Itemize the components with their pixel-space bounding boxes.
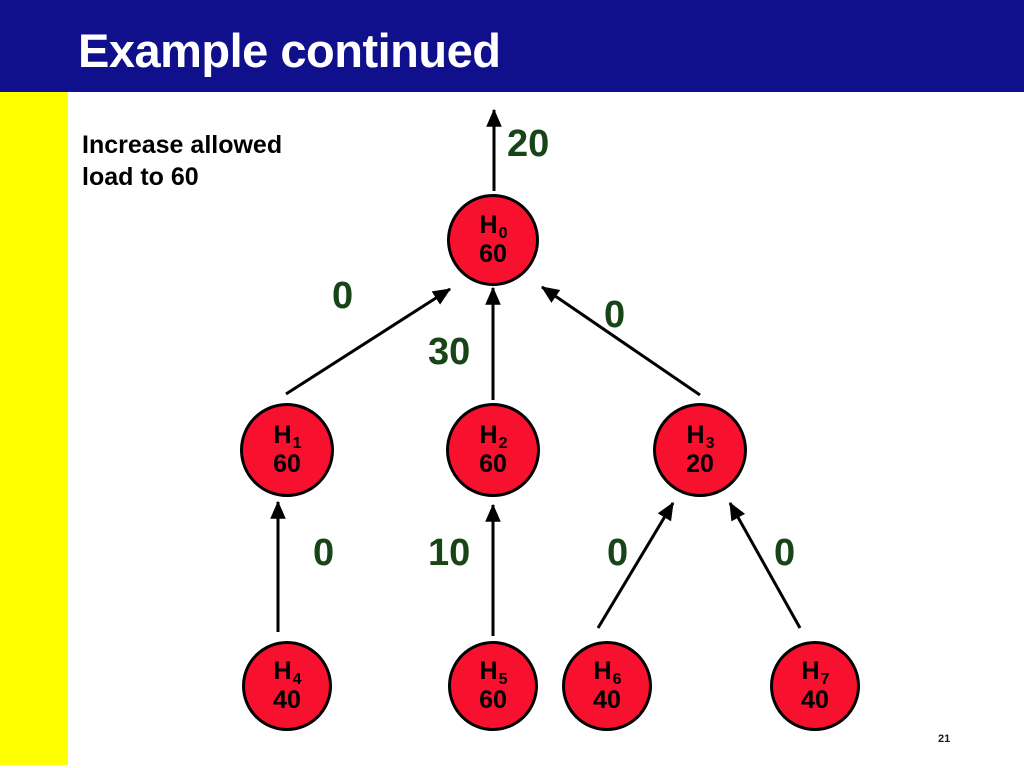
flow-label-2: 30 [428, 331, 471, 373]
node-value: 40 [273, 686, 301, 714]
node-value: 40 [801, 686, 829, 714]
flow-edge-H7-to-H3 [728, 501, 802, 629]
flow-label-7: 0 [774, 532, 796, 574]
node-label: H0 [479, 211, 508, 242]
node-value: 60 [479, 240, 507, 268]
flow-label-1: 0 [332, 275, 354, 317]
node-value: 40 [593, 686, 621, 714]
slide-header-bar [0, 0, 1024, 92]
flow-label-6: 0 [607, 532, 629, 574]
page-number: 21 [938, 733, 951, 745]
node-value: 60 [479, 686, 507, 714]
flow-label-4: 0 [313, 532, 335, 574]
node-label: H7 [801, 657, 830, 688]
node-label: H5 [479, 657, 508, 688]
flow-edge-H3-to-H0 [541, 285, 701, 397]
node-label: H6 [593, 657, 622, 688]
node-value: 60 [479, 450, 507, 478]
flow-label-5: 10 [428, 532, 471, 574]
subtitle-text: Increase allowed load to 60 [82, 131, 283, 191]
node-label: H1 [273, 421, 302, 452]
node-value: 60 [273, 450, 301, 478]
edges-group [270, 108, 802, 636]
node-label: H4 [273, 657, 302, 688]
flow-edge-H1-to-H0 [285, 287, 452, 396]
yellow-accent-bar [0, 92, 68, 765]
page-title: Example continued [78, 24, 501, 77]
node-label: H3 [686, 421, 715, 452]
flow-label-0: 20 [507, 123, 550, 165]
node-value: 20 [686, 450, 714, 478]
flow-label-3: 0 [604, 294, 626, 336]
flow-edge-H6-to-H3 [596, 501, 675, 629]
node-label: H2 [479, 421, 508, 452]
